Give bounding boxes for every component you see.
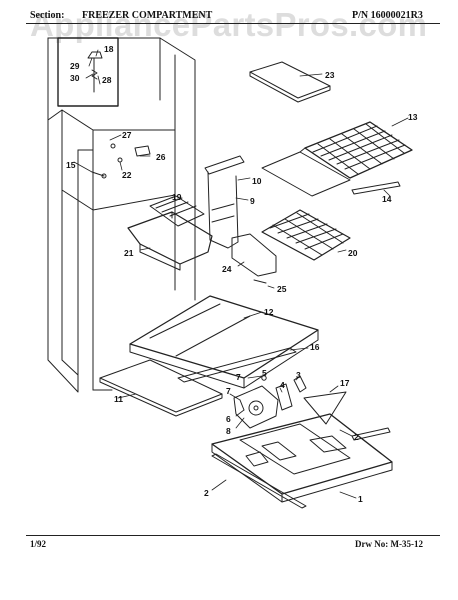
callout-17: 17: [340, 378, 350, 388]
section-label: Section:: [30, 10, 65, 21]
callout-5: 5: [262, 368, 267, 378]
callout-16: 16: [310, 342, 320, 352]
part-number: P/N 16000021R3: [352, 10, 423, 21]
footer-drawing-number: Drw No: M-35-12: [355, 539, 423, 549]
callout-11: 11: [114, 394, 123, 404]
callout-25: 25: [277, 284, 287, 294]
callout-19: 19: [172, 192, 182, 202]
footer-rule: [26, 535, 440, 536]
part-14-strip: [351, 181, 401, 195]
callout-22: 22: [122, 170, 132, 180]
callout-6-upper: 7: [226, 386, 231, 396]
part-2-rail-left: [211, 453, 307, 509]
header-rule: [26, 23, 440, 24]
section-title: FREEZER COMPARTMENT: [82, 10, 213, 21]
callout-28: 28: [102, 75, 112, 85]
callout-23: 23: [325, 70, 335, 80]
callout-10: 10: [252, 176, 262, 186]
part-1-base: [211, 413, 393, 503]
callout-6: 6: [226, 414, 231, 424]
part-17-deflector: [303, 391, 347, 425]
callout-26: 26: [156, 152, 166, 162]
callout-2-left: 2: [204, 488, 209, 498]
callout-8: 8: [226, 426, 231, 436]
callout-labels: 18 29 30 28 23 13 27 26 15 22 10 14 19 9…: [66, 44, 418, 504]
callout-3: 3: [296, 370, 301, 380]
part-19-21-ice-tray: [127, 195, 213, 271]
part-16-strip: [177, 347, 297, 383]
callout-13: 13: [408, 112, 418, 122]
part-12-shelf: [129, 295, 319, 389]
callout-27: 27: [122, 130, 132, 140]
part-20-grid: [261, 209, 351, 261]
callout-18: 18: [104, 44, 114, 54]
part-13-wire-shelf: [261, 121, 413, 197]
footer-date: 1/92: [30, 539, 47, 549]
part-24-plate: [231, 233, 277, 277]
part-fan-assembly: [233, 385, 279, 429]
part-23-panel: [249, 61, 331, 99]
part-2-rail-right: [351, 427, 391, 441]
callout-20: 20: [348, 248, 358, 258]
callout-24: 24: [222, 264, 232, 274]
callout-29: 29: [70, 61, 80, 71]
part-11-plate: [99, 359, 223, 413]
callout-1: 1: [358, 494, 363, 504]
callout-7: 7: [236, 372, 241, 382]
watermark: AppliancePartsPros.com: [30, 6, 428, 43]
callout-21: 21: [124, 248, 134, 258]
callout-14: 14: [382, 194, 392, 204]
part-9-10-bracket: [204, 155, 245, 249]
callout-2-right: 2: [354, 432, 359, 442]
callout-9: 9: [250, 196, 255, 206]
callout-15: 15: [66, 160, 76, 170]
cabinet-liner: [47, 37, 196, 393]
callout-4: 4: [280, 380, 285, 390]
callout-30: 30: [70, 73, 80, 83]
callout-12: 12: [264, 307, 274, 317]
